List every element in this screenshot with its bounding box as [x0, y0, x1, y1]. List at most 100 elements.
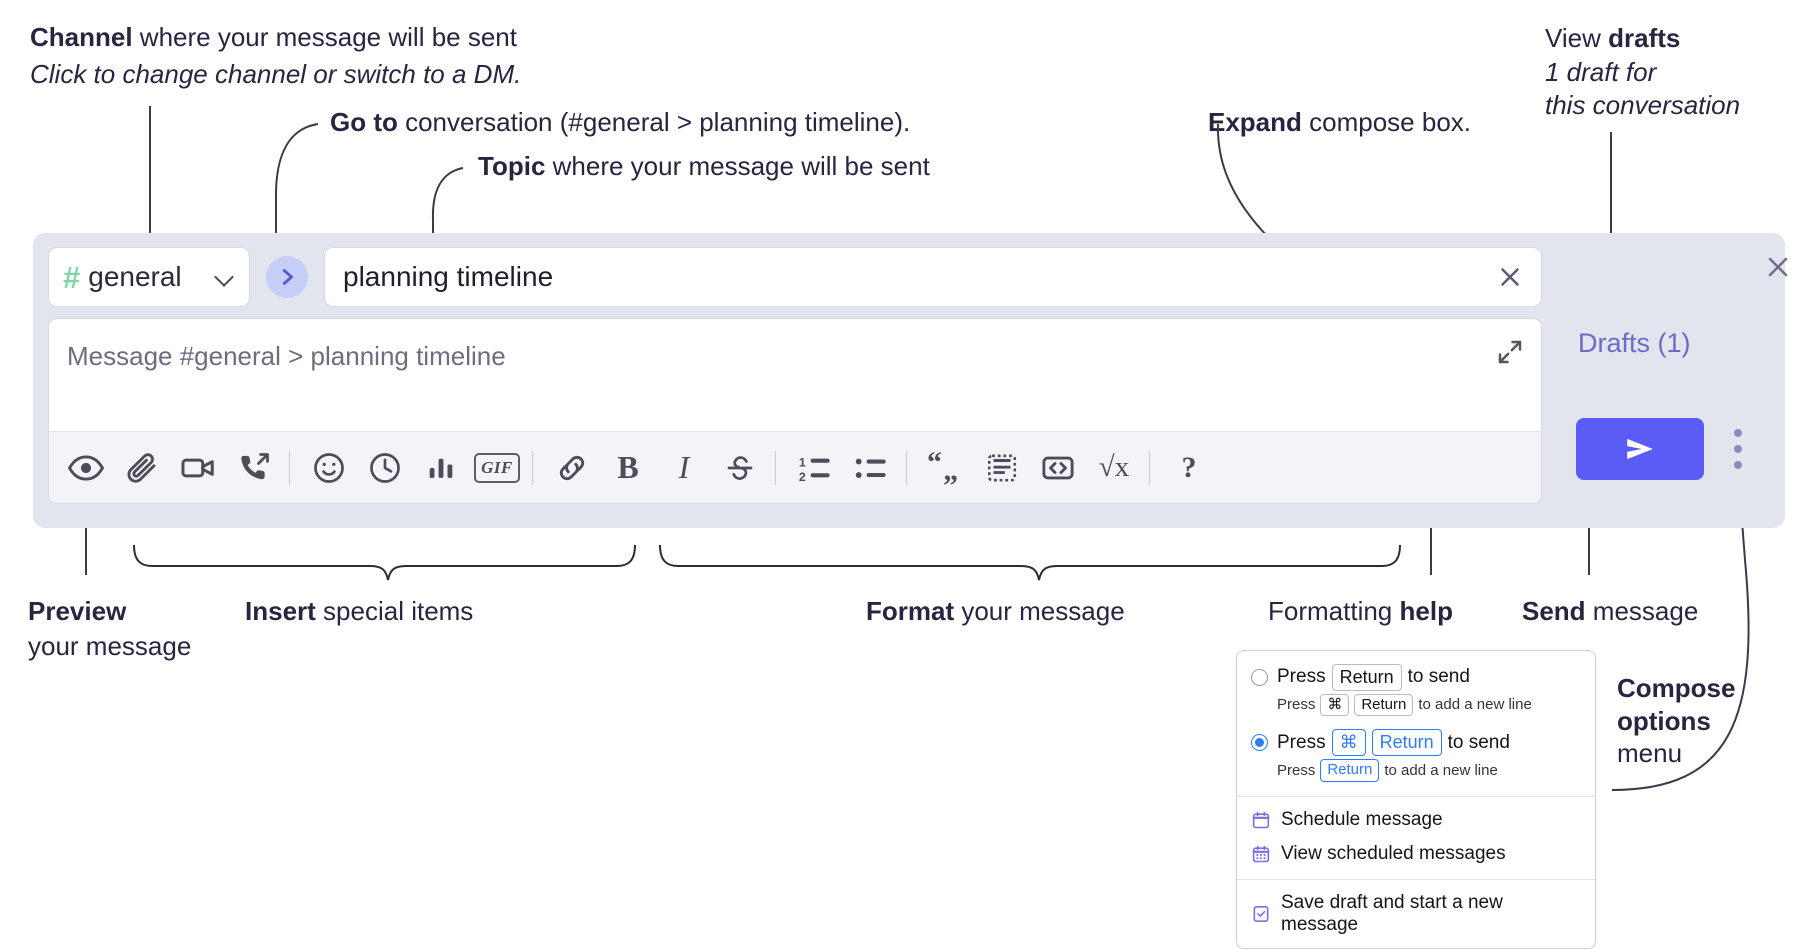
phone-forward-icon	[241, 452, 269, 479]
svg-text:„: „	[943, 454, 958, 485]
menu-item-label: Save draft and start a new message	[1281, 891, 1503, 935]
calendar-grid-icon	[1252, 845, 1270, 862]
gif-button[interactable]: GIF	[474, 445, 520, 491]
send-option-return-sub: Press ⌘ Return to add a new line	[1237, 691, 1595, 723]
sub-suffix: to add a new line	[1418, 696, 1532, 714]
bulleted-list-button[interactable]	[848, 445, 894, 491]
message-editor[interactable]: Message #general > planning timeline	[48, 318, 1542, 504]
chevron-right-icon	[282, 269, 293, 285]
annotation-drafts-italic2: this conversation	[1545, 90, 1741, 121]
compose-inner: # general planning timeline Messag	[48, 246, 1542, 514]
annotation-send: Send message	[1522, 596, 1698, 627]
annotation-goto-bold: Go to	[330, 107, 398, 137]
topic-input[interactable]: planning timeline	[324, 247, 1542, 307]
video-camera-icon	[181, 458, 214, 477]
close-compose-button[interactable]	[1762, 251, 1796, 285]
annotation-goto-rest: conversation (#general > planning timeli…	[397, 107, 911, 137]
poll-button[interactable]	[418, 445, 464, 491]
question-mark-icon: ?	[1181, 450, 1197, 484]
send-button[interactable]	[1576, 418, 1704, 480]
italic-button[interactable]: I	[661, 445, 707, 491]
square-root-icon: √x	[1098, 451, 1130, 483]
smiley-icon	[314, 452, 344, 483]
bold-icon: B	[617, 449, 639, 485]
menu-divider-2	[1237, 878, 1595, 880]
annotation-channel: Channel where your message will be sent …	[30, 22, 521, 89]
annotation-channel-italic: Click to change channel or switch to a D…	[30, 58, 522, 89]
attach-button[interactable]	[119, 445, 165, 491]
strikethrough-button[interactable]	[717, 445, 763, 491]
toolbar-divider-2	[532, 450, 533, 485]
paper-plane-icon	[1627, 438, 1653, 460]
paperclip-icon	[127, 452, 156, 483]
send-option-cmd-return-sub: Press Return to add a new line	[1237, 756, 1595, 788]
annotation-compose-rest: menu	[1617, 738, 1683, 769]
annotation-drafts-plain: View	[1545, 23, 1609, 53]
sub2-suffix: to add a new line	[1384, 761, 1498, 779]
annotation-compose-bold1: Compose	[1617, 673, 1736, 703]
radio-return[interactable]	[1251, 668, 1268, 686]
topic-clear-button[interactable]	[1493, 260, 1527, 294]
ordered-list-icon: 1 2	[799, 455, 830, 484]
bold-button[interactable]: B	[605, 445, 651, 491]
svg-text:2: 2	[799, 470, 806, 484]
key-command-2: ⌘	[1331, 729, 1366, 756]
math-button[interactable]: √x	[1091, 445, 1137, 491]
channel-selector[interactable]: # general	[48, 247, 250, 307]
bulleted-list-icon	[855, 458, 886, 478]
radio-cmd-return[interactable]	[1251, 734, 1268, 751]
menu-item-schedule-message[interactable]: Schedule message	[1237, 803, 1595, 837]
document-check-icon	[1253, 905, 1269, 922]
send-option-return-label: Press Return to send	[1277, 664, 1470, 691]
toolbar-divider-5	[1149, 450, 1150, 485]
link-button[interactable]	[549, 445, 595, 491]
sub2-prefix: Press	[1277, 761, 1316, 779]
drafts-link[interactable]: Drafts (1)	[1578, 328, 1691, 358]
compose-panel: # general planning timeline Messag	[33, 233, 1788, 528]
more-vertical-icon-dot-2	[1734, 445, 1742, 453]
annotation-channel-rest: where your message will be sent	[132, 22, 517, 52]
annotation-preview-bold: Preview	[28, 596, 127, 626]
key-return-2: Return	[1371, 729, 1442, 756]
quote-icon: “ „	[927, 451, 958, 485]
eye-icon	[67, 454, 105, 481]
menu-item-view-scheduled[interactable]: View scheduled messages	[1237, 837, 1595, 871]
code-block-button[interactable]	[979, 445, 1025, 491]
annotation-preview-rest: your message	[28, 630, 192, 661]
reminder-button[interactable]	[362, 445, 408, 491]
compose-right-pane: Drafts (1)	[1558, 233, 1814, 528]
svg-text:“: “	[927, 451, 942, 479]
ordered-list-button[interactable]: 1 2	[792, 445, 838, 491]
code-block-icon	[987, 454, 1017, 481]
menu-divider-1	[1237, 795, 1595, 797]
send-option-cmd-return-label: Press ⌘ Return to send	[1277, 729, 1510, 756]
annotation-format: Format your message	[866, 596, 1125, 627]
calendar-icon	[1252, 811, 1270, 828]
expand-arrows-icon	[1498, 340, 1522, 364]
compose-options-button[interactable]	[1726, 425, 1750, 473]
audio-clip-button[interactable]	[231, 445, 277, 491]
annotation-drafts: View drafts 1 draft for this conversatio…	[1545, 23, 1740, 121]
blockquote-button[interactable]: “ „	[923, 445, 969, 491]
menu-item-label: Schedule message	[1281, 808, 1443, 830]
annotation-help-bold: help	[1399, 596, 1453, 626]
formatting-toolbar: GIF B I	[49, 431, 1541, 503]
video-clip-button[interactable]	[175, 445, 221, 491]
menu-item-save-draft[interactable]: Save draft and start a new message	[1237, 886, 1595, 942]
code-button[interactable]	[1035, 445, 1081, 491]
goto-conversation-button[interactable]	[266, 256, 308, 298]
svg-text:1: 1	[799, 455, 806, 469]
annotation-topic-bold: Topic	[478, 151, 546, 181]
link-icon	[559, 455, 585, 480]
send-option-return[interactable]: Press Return to send	[1237, 661, 1595, 691]
topic-value: planning timeline	[343, 261, 554, 292]
send-option-cmd-return[interactable]: Press ⌘ Return to send	[1237, 726, 1595, 756]
code-brackets-icon	[1042, 456, 1074, 479]
preview-button[interactable]	[63, 445, 109, 491]
annotation-formatting-help: Formatting help	[1268, 596, 1453, 627]
expand-compose-button[interactable]	[1495, 337, 1527, 369]
option-suffix: to send	[1407, 666, 1470, 688]
emoji-button[interactable]	[306, 445, 352, 491]
annotation-compose-options: Compose options menu	[1617, 673, 1735, 769]
formatting-help-button[interactable]: ?	[1166, 445, 1212, 491]
